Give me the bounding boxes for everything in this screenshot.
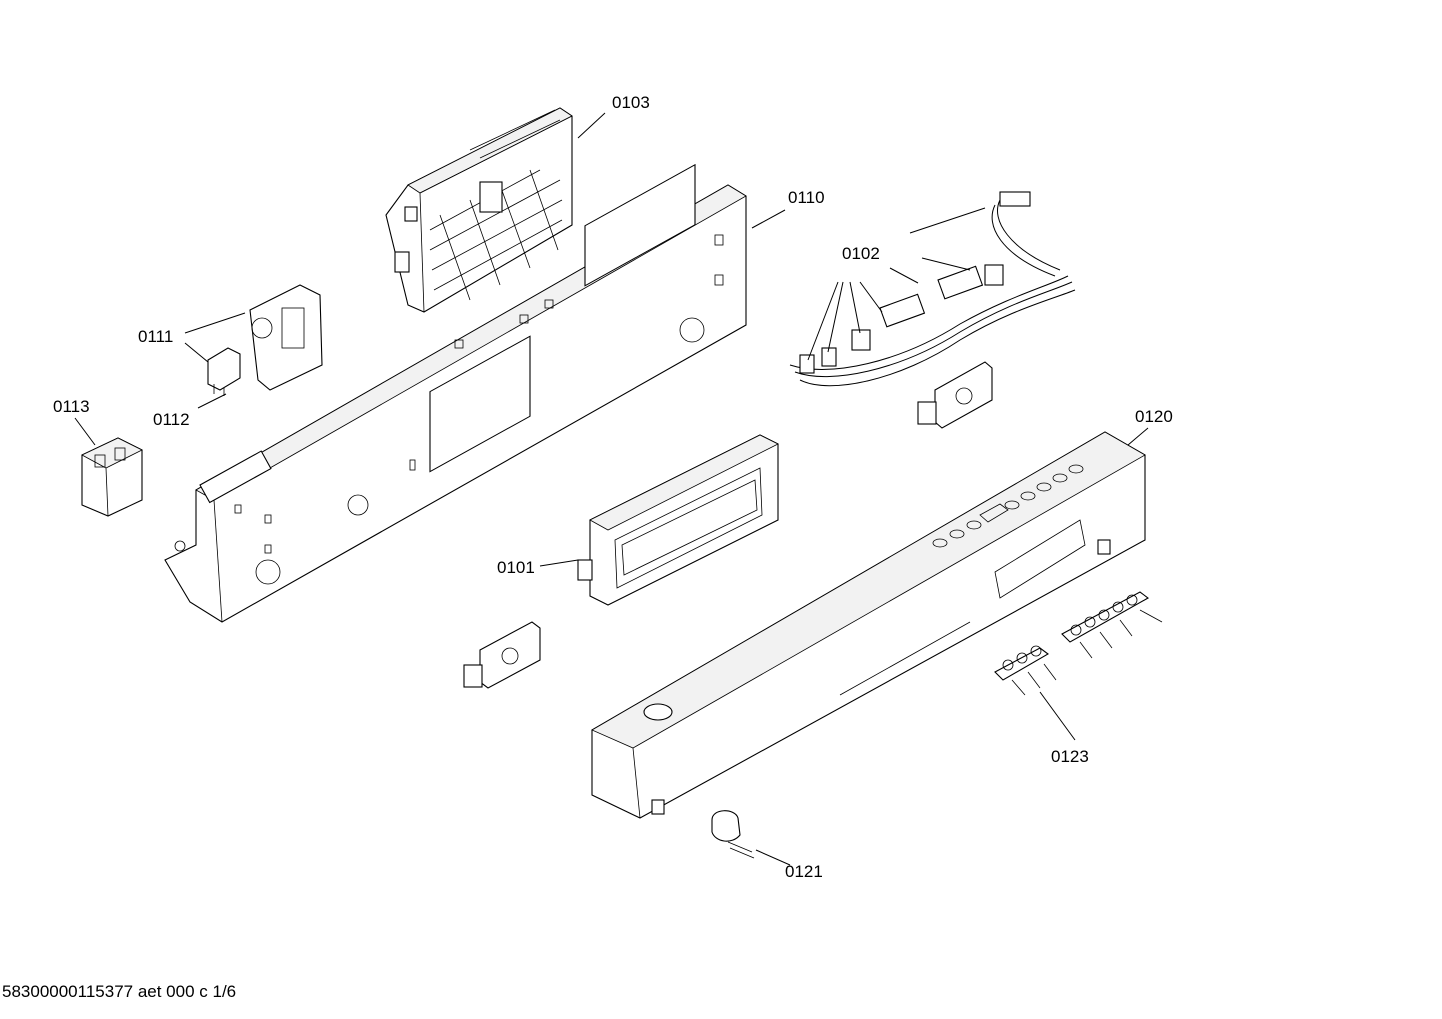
label-0101: 0101 [497,558,535,577]
part-0103-control-module [385,107,573,313]
label-0111: 0111 [138,327,174,346]
part-0110-frame [164,163,747,623]
leader-lines [74,112,1149,866]
label-0102: 0102 [842,244,880,263]
clip-lower [463,621,541,689]
label-0103: 0103 [612,93,650,112]
part-0113-terminal-block [81,437,143,517]
part-0121-clamp [711,810,755,859]
label-0112: 0112 [153,410,190,429]
label-0110: 0110 [788,188,825,207]
part-0123-button-strips [994,591,1163,696]
document-id-footer: 58300000115377 aet 000 c 1/6 [2,982,237,1001]
part-0111-switch [249,284,323,391]
label-0123: 0123 [1051,747,1089,766]
part-0120-fascia [591,431,1146,819]
label-0121: 0121 [785,862,823,881]
label-0113: 0113 [53,397,90,416]
part-0112-relay [207,347,241,396]
label-0120: 0120 [1135,407,1173,426]
clip-upper [917,361,993,429]
part-0102-wire-harness [789,191,1076,387]
part-0101-display [577,434,779,606]
